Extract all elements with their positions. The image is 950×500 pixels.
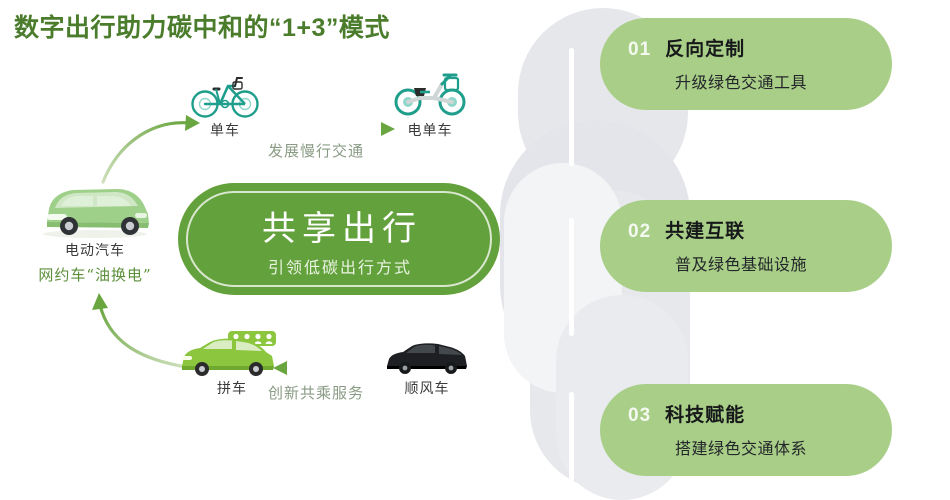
card-number: 03: [628, 405, 652, 426]
bicycle-icon: [170, 68, 280, 120]
node-bicycle[interactable]: 单车: [170, 68, 280, 140]
card-title: 共建互联: [665, 221, 746, 242]
flow-label-bottom: 创新共乘服务: [268, 384, 365, 402]
hub-subtitle: 引领低碳出行方式: [267, 257, 412, 277]
decor-divider-3: [569, 392, 574, 482]
card-number: 01: [628, 39, 652, 60]
node-hitch-ride[interactable]: 顺风车: [372, 338, 482, 398]
card-subtitle: 普及绿色基础设施: [675, 257, 808, 274]
decor-pill-4: [504, 163, 622, 393]
sedan-car-icon: [372, 338, 482, 378]
pillar-card-02[interactable]: 02 共建互联 普及绿色基础设施: [600, 200, 892, 292]
node-label: 顺风车: [404, 381, 450, 397]
carpool-car-icon: [172, 330, 292, 378]
node-label: 电动汽车: [65, 243, 125, 259]
card-header: 02 共建互联: [628, 216, 892, 243]
hub-title: 共享出行: [262, 208, 422, 249]
node-carpool[interactable]: 拼车: [172, 330, 292, 398]
electric-bike-icon: [375, 58, 485, 120]
electric-car-icon: [10, 178, 180, 240]
pillar-card-01[interactable]: 01 反向定制 升级绿色交通工具: [600, 18, 892, 110]
node-sublabel: 网约车“油换电”: [38, 266, 152, 284]
flow-label-top: 发展慢行交通: [268, 142, 365, 160]
node-label: 电单车: [407, 123, 453, 139]
pillar-card-03[interactable]: 03 科技赋能 搭建绿色交通体系: [600, 384, 892, 476]
node-electric-car[interactable]: 电动汽车 网约车“油换电”: [10, 178, 180, 285]
card-subtitle: 搭建绿色交通体系: [675, 441, 808, 458]
node-label: 单车: [210, 123, 240, 139]
card-header: 01 反向定制: [628, 34, 892, 61]
card-title: 科技赋能: [665, 405, 746, 426]
node-electric-bike[interactable]: 电单车: [375, 58, 485, 140]
decor-divider-1: [569, 48, 574, 166]
card-header: 03 科技赋能: [628, 400, 892, 427]
decor-divider-2: [569, 218, 574, 336]
center-hub[interactable]: 共享出行 引领低碳出行方式: [178, 183, 500, 295]
node-label: 拼车: [217, 381, 247, 397]
card-title: 反向定制: [665, 39, 746, 60]
page-title: 数字出行助力碳中和的“1+3”模式: [14, 14, 390, 42]
card-subtitle: 升级绿色交通工具: [675, 75, 808, 92]
card-number: 02: [628, 221, 652, 242]
